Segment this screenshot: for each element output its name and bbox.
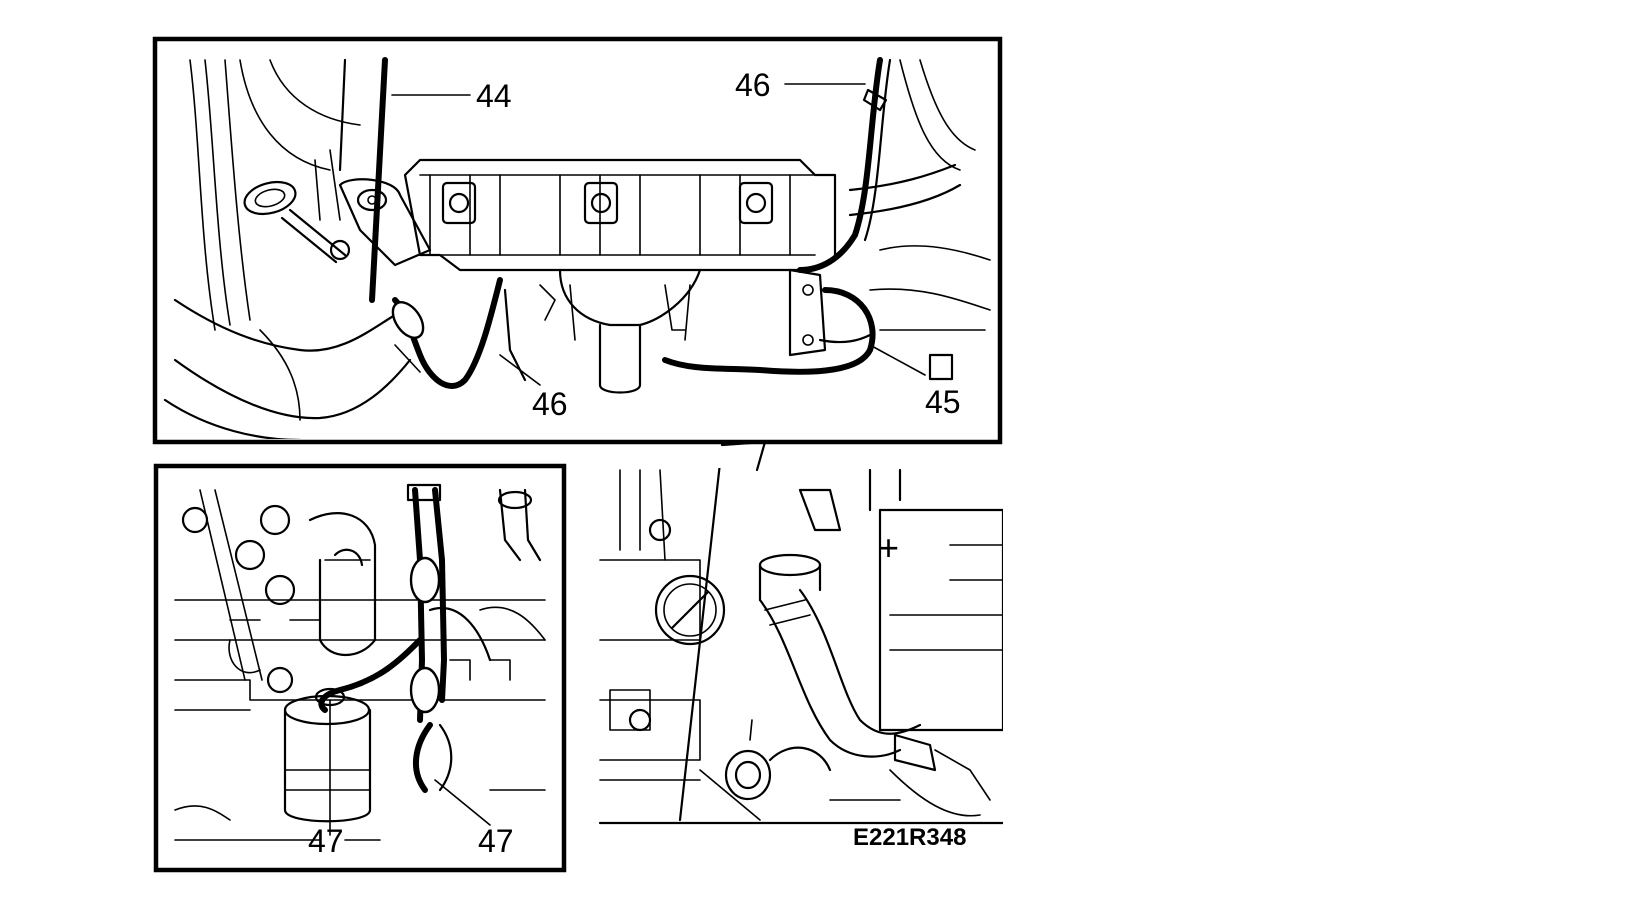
bottom-left-callout-leaders	[174, 699, 491, 841]
callout-46-top: 46	[735, 67, 771, 103]
right-hoses-bl	[479, 488, 546, 641]
overview-engine-bay: +	[598, 440, 1003, 851]
oil-pipe-46-upper	[797, 57, 892, 273]
engine-block	[174, 489, 546, 821]
oil-pipe-47-vertical	[406, 483, 453, 793]
radiator-shroud	[189, 59, 361, 331]
lower-radiator-hose	[163, 298, 412, 439]
dipstick-handle	[243, 180, 351, 264]
bottom-left-detail-panel: 47 47	[153, 463, 567, 873]
battery: +	[868, 468, 1003, 732]
top-callout-leaders	[391, 83, 926, 386]
right-side-hoses	[848, 59, 991, 381]
pointer-line-top	[720, 440, 767, 472]
callout-45: 45	[925, 384, 961, 420]
oil-pipe-46-lower	[391, 277, 527, 389]
coolant-elbow	[308, 512, 492, 662]
callout-47-right: 47	[478, 823, 514, 859]
oil-pipe-45	[662, 268, 876, 375]
battery-plus-mark: +	[878, 527, 899, 568]
intake-hose	[758, 488, 922, 758]
sensor-housing	[724, 719, 991, 817]
callout-46-bottom: 46	[532, 386, 568, 422]
figure-code: E221R348	[853, 824, 966, 851]
reference-pointer	[678, 468, 721, 822]
top-detail-panel: 44 46 46 45	[152, 36, 1003, 445]
callout-44: 44	[476, 78, 512, 114]
overview-engine-block	[599, 469, 726, 781]
dipstick-bracket	[314, 149, 432, 267]
callout-47-left: 47	[308, 823, 344, 859]
